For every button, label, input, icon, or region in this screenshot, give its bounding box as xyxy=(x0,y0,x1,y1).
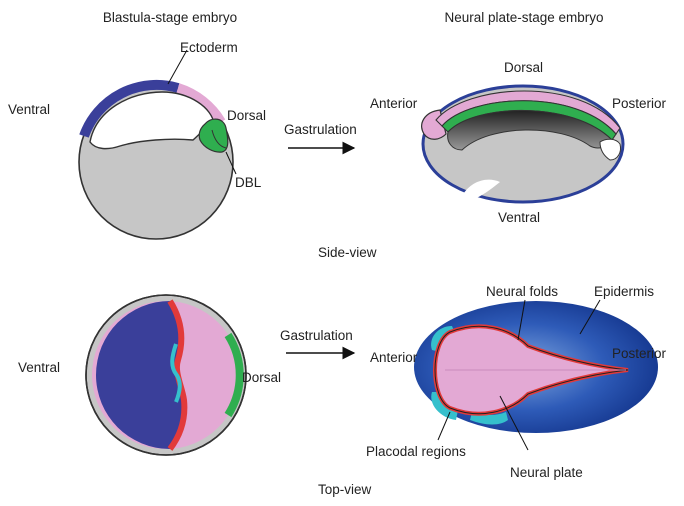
side-blastula-embryo xyxy=(78,79,234,240)
top-blastula-embryo xyxy=(85,294,247,456)
neural-folds-label: Neural folds xyxy=(486,284,558,299)
top-blastula-ventral-label: Ventral xyxy=(18,360,60,375)
neural-plate-label: Neural plate xyxy=(510,465,583,480)
side-blastula-ventral-label: Ventral xyxy=(8,102,50,117)
top-gastrulation-label: Gastrulation xyxy=(280,328,353,343)
side-neural-posterior-label: Posterior xyxy=(612,96,667,111)
top-neural-embryo xyxy=(414,301,658,433)
placodal-regions-label: Placodal regions xyxy=(366,444,466,459)
ectoderm-label: Ectoderm xyxy=(180,40,238,55)
side-neural-ventral-label: Ventral xyxy=(498,210,540,225)
neural-plate-pointer xyxy=(499,395,529,451)
neural-plate-title: Neural plate-stage embryo xyxy=(444,10,603,25)
side-view-caption: Side-view xyxy=(318,245,377,260)
top-neural-anterior-label: Anterior xyxy=(370,350,418,365)
side-neural-embryo xyxy=(421,84,625,204)
neural-folds-pointer xyxy=(517,299,526,341)
top-neural-posterior-label: Posterior xyxy=(612,346,667,361)
blastula-title: Blastula-stage embryo xyxy=(103,10,237,25)
side-neural-dorsal-label: Dorsal xyxy=(504,60,543,75)
dbl-pointer xyxy=(225,151,237,175)
side-gastrulation-label: Gastrulation xyxy=(284,122,357,137)
side-blastula-dorsal-label: Dorsal xyxy=(227,108,266,123)
top-view-caption: Top-view xyxy=(318,482,372,497)
dbl-label: DBL xyxy=(235,175,262,190)
epidermis-label: Epidermis xyxy=(594,284,654,299)
epidermis-pointer xyxy=(579,299,601,335)
placodal-pointer xyxy=(437,411,451,441)
side-neural-anterior-label: Anterior xyxy=(370,96,418,111)
top-blastula-dorsal-label: Dorsal xyxy=(242,370,281,385)
ectoderm-pointer xyxy=(167,49,188,85)
